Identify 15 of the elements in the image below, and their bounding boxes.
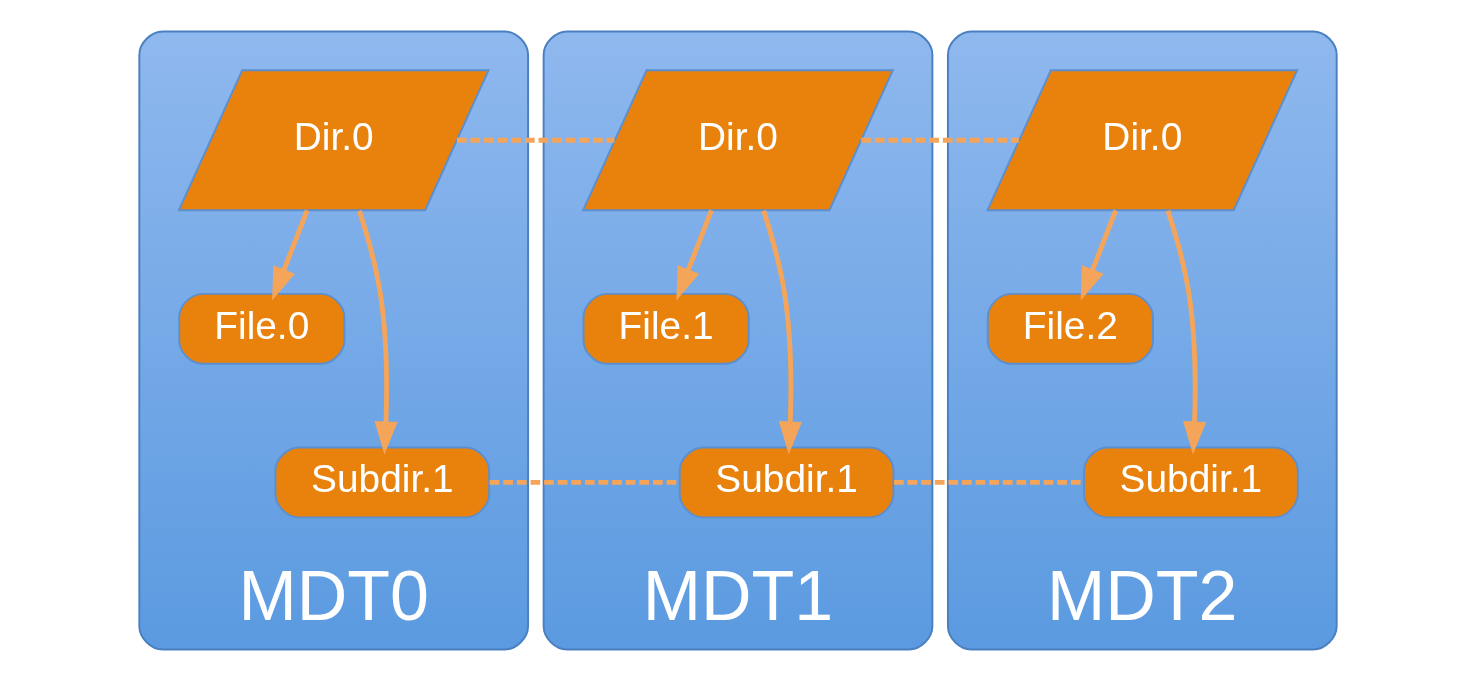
connector [894, 479, 1084, 485]
arrow [1080, 209, 1118, 301]
connector [456, 137, 615, 143]
node-box: Subdir.1 [1083, 446, 1299, 519]
node-box: File.0 [178, 292, 346, 365]
arrow [676, 209, 714, 301]
node-box: File.1 [582, 292, 750, 365]
node-box: Subdir.1 [274, 446, 491, 519]
node-box: Subdir.1 [678, 446, 895, 519]
arrow [357, 209, 398, 455]
arrow [272, 209, 310, 301]
connector [861, 137, 1019, 143]
arrow [761, 209, 802, 455]
node-box: File.2 [986, 292, 1154, 365]
arrow [1165, 209, 1207, 455]
